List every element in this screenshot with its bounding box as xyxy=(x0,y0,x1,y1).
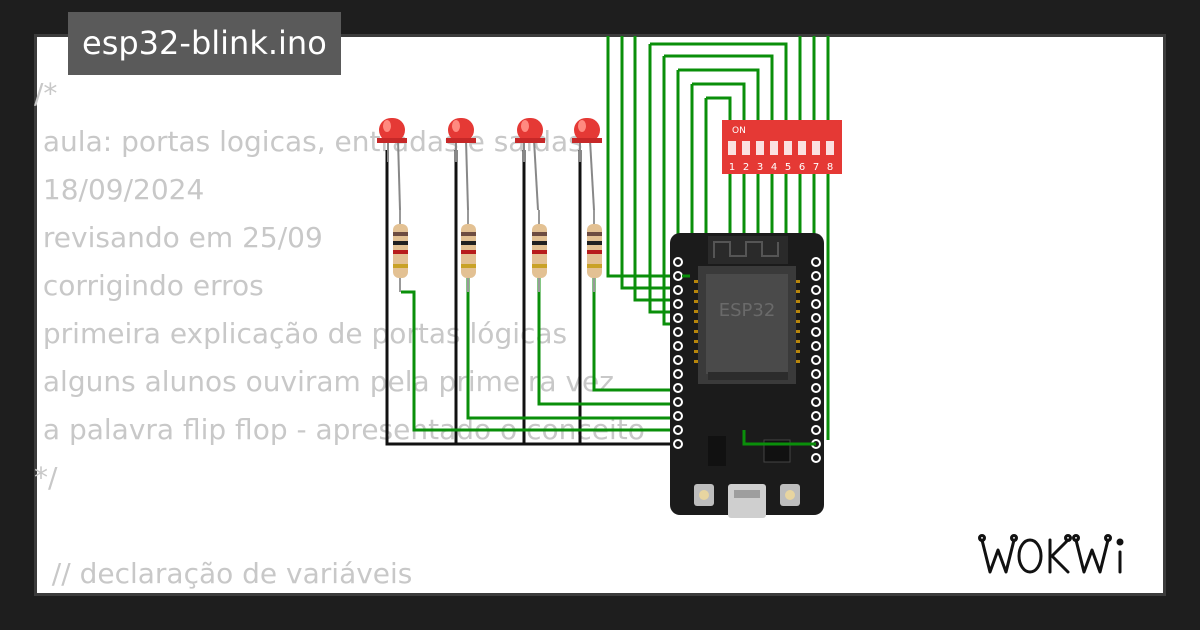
board-overlay-wires xyxy=(682,274,816,446)
esp32-board[interactable]: ESP32 xyxy=(670,233,824,518)
code-line: */ xyxy=(34,461,58,494)
project-filename: esp32-blink.ino xyxy=(68,12,341,75)
code-line: /* xyxy=(34,77,58,110)
resistor-2[interactable] xyxy=(461,210,476,292)
svg-text:3: 3 xyxy=(757,162,763,173)
dip-toggles[interactable] xyxy=(728,141,834,155)
voltage-regulator xyxy=(708,436,726,466)
esp32-left-pins[interactable] xyxy=(673,257,683,449)
svg-text:1: 1 xyxy=(729,162,735,173)
svg-text:7: 7 xyxy=(813,162,819,173)
code-line: 18/09/2024 xyxy=(34,173,205,206)
resistor-1[interactable] xyxy=(393,210,408,292)
svg-text:4: 4 xyxy=(771,162,777,173)
code-line: corrigindo erros xyxy=(34,269,264,302)
svg-text:6: 6 xyxy=(799,162,805,173)
resistor-4[interactable] xyxy=(587,210,602,292)
led-3[interactable] xyxy=(515,118,545,211)
svg-text:8: 8 xyxy=(827,162,833,173)
wokwi-logo xyxy=(978,534,1124,574)
code-line: alguns alunos ouviram pela primeira vez xyxy=(34,365,614,398)
led-1[interactable] xyxy=(377,118,407,211)
boot-button[interactable] xyxy=(694,484,714,506)
led-signal-wires xyxy=(401,278,678,432)
svg-text:2: 2 xyxy=(743,162,749,173)
dip-switch[interactable]: ON 1 2 3 4 5 6 7 8 xyxy=(722,120,842,174)
usb-port xyxy=(728,484,766,518)
led-2[interactable] xyxy=(446,118,476,211)
code-editor-text: /* aula: portas logicas, entradas e said… xyxy=(34,70,645,598)
en-button[interactable] xyxy=(780,484,800,506)
led-4[interactable] xyxy=(572,118,602,211)
dip-on-label: ON xyxy=(732,126,746,136)
esp32-right-pins[interactable] xyxy=(811,257,821,463)
esp32-chip-label: ESP32 xyxy=(719,300,776,321)
diagram-canvas[interactable] xyxy=(34,34,1166,596)
svg-text:5: 5 xyxy=(785,162,791,173)
code-line: // declaração de variáveis xyxy=(34,557,413,590)
code-line: revisando em 25/09 xyxy=(34,221,323,254)
module-pads xyxy=(694,280,800,363)
dip-numbers: 1 2 3 4 5 6 7 8 xyxy=(729,162,833,173)
black-wires xyxy=(385,150,690,446)
resistor-3[interactable] xyxy=(532,210,547,292)
